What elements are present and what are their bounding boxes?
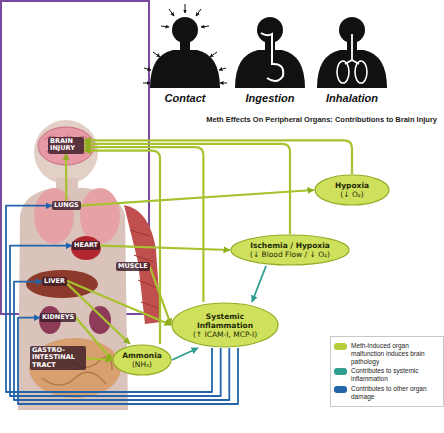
node-text: Ischemia / Hypoxia xyxy=(246,241,335,250)
art-shape xyxy=(345,34,359,64)
art-shape xyxy=(235,50,305,88)
connector-arrow xyxy=(100,246,230,250)
art-shape xyxy=(210,52,217,57)
organ-label: MUSCLE xyxy=(116,262,150,271)
organ-label: KIDNEYS xyxy=(40,313,76,322)
organ-label: LIVER xyxy=(42,277,67,286)
diagram-title: Meth Effects On Peripheral Organs: Contr… xyxy=(204,115,439,124)
ingestion-icon xyxy=(235,17,305,88)
art-shape xyxy=(143,83,150,84)
node-text: Systemic Inflammation xyxy=(185,312,265,330)
ellipse-shape xyxy=(113,345,171,375)
ellipse-shape xyxy=(172,303,278,347)
route-label: Inhalation xyxy=(312,92,392,105)
lung-organ xyxy=(80,188,120,244)
effect-ellipse: Ischemia / Hypoxia(↓ Blood Flow / ↓ O₂) xyxy=(230,234,350,266)
art-shape xyxy=(150,50,220,88)
legend-swatch xyxy=(334,343,347,350)
legend-text: Contributes to systemic inflammation xyxy=(351,367,440,383)
legend-row: Contributes to systemic inflammation xyxy=(334,367,440,383)
effect-ellipse: Hypoxia(↓ O₂) xyxy=(314,174,390,206)
contact-icon xyxy=(143,4,227,88)
connector-arrow xyxy=(86,358,112,360)
legend-swatch xyxy=(334,368,347,375)
connector-arrow xyxy=(81,190,314,206)
art-shape xyxy=(144,68,151,70)
connector-arrow xyxy=(67,284,130,344)
connector-arrow xyxy=(67,281,171,325)
art-shape xyxy=(219,68,226,70)
art-shape xyxy=(257,17,283,43)
organ-label: BRAIN INJURY xyxy=(48,137,84,154)
effect-ellipse: Systemic Inflammation(↑ ICAM-I, MCP-I) xyxy=(171,302,279,348)
art-shape xyxy=(143,4,227,83)
node-text: (↓ Blood Flow / ↓ O₂) xyxy=(246,250,335,259)
node-text: LIVER xyxy=(44,278,65,285)
gi-organ xyxy=(29,338,121,398)
node-text: BRAIN INJURY xyxy=(50,138,82,153)
art-shape xyxy=(201,26,209,27)
lung-organ xyxy=(34,188,74,244)
connector-arrow xyxy=(252,266,266,302)
connector-arrow xyxy=(6,206,212,392)
ellipse-text: Ischemia / Hypoxia(↓ Blood Flow / ↓ O₂) xyxy=(246,241,335,259)
legend-swatch xyxy=(334,386,347,393)
legend-box: Meth-induced organ malfunction induces b… xyxy=(330,336,444,407)
connector-arrow xyxy=(65,154,68,201)
legend-text: Contributes to other organ damage xyxy=(351,385,440,401)
art-shape xyxy=(337,61,349,83)
heart-organ xyxy=(71,236,101,260)
ellipse-text: Hypoxia(↓ O₂) xyxy=(324,181,380,199)
legend-row: Meth-induced organ malfunction induces b… xyxy=(334,342,440,365)
ellipse-text: Ammonia(NH₃) xyxy=(120,351,164,369)
art-shape xyxy=(44,136,90,154)
art-shape xyxy=(169,9,174,16)
node-text: HEART xyxy=(74,242,98,249)
organ-label: GASTRO-INTESTINAL TRACT xyxy=(30,346,86,370)
node-text: GASTRO-INTESTINAL TRACT xyxy=(32,347,84,369)
node-text: KIDNEYS xyxy=(42,314,74,321)
organ-label: LUNGS xyxy=(52,201,81,210)
legend-row: Contributes to other organ damage xyxy=(334,385,440,401)
node-text: (↑ ICAM-I, MCP-I) xyxy=(185,330,265,339)
kidney-organ xyxy=(89,306,111,334)
organ-label: HEART xyxy=(72,241,100,250)
art-shape xyxy=(185,4,186,13)
art-shape xyxy=(267,64,283,81)
route-label: Contact xyxy=(150,92,220,105)
route-label: Ingestion xyxy=(230,92,310,105)
node-text: LUNGS xyxy=(54,202,79,209)
ellipse-text: Systemic Inflammation(↑ ICAM-I, MCP-I) xyxy=(185,312,265,339)
art-shape xyxy=(153,52,160,57)
connector-arrow xyxy=(84,144,290,234)
inhalation-icon xyxy=(317,17,387,88)
art-shape xyxy=(355,61,367,83)
node-text: MUSCLE xyxy=(118,263,148,270)
art-shape xyxy=(220,83,227,84)
ellipse-shape xyxy=(231,235,349,265)
art-shape xyxy=(196,9,201,16)
node-text: (NH₃) xyxy=(120,360,164,369)
effect-ellipse: Ammonia(NH₃) xyxy=(112,344,172,376)
liver-organ xyxy=(26,270,98,298)
node-text: Hypoxia xyxy=(324,181,380,190)
art-shape xyxy=(172,17,198,43)
connector-arrow xyxy=(172,348,198,360)
art-shape xyxy=(261,33,272,65)
node-text: Ammonia xyxy=(120,351,164,360)
connector-arrow xyxy=(84,147,203,302)
ellipse-shape xyxy=(315,175,389,205)
legend-text: Meth-induced organ malfunction induces b… xyxy=(351,342,440,365)
art-shape xyxy=(161,26,169,27)
connector-arrow xyxy=(84,140,352,174)
node-text: (↓ O₂) xyxy=(324,190,380,199)
